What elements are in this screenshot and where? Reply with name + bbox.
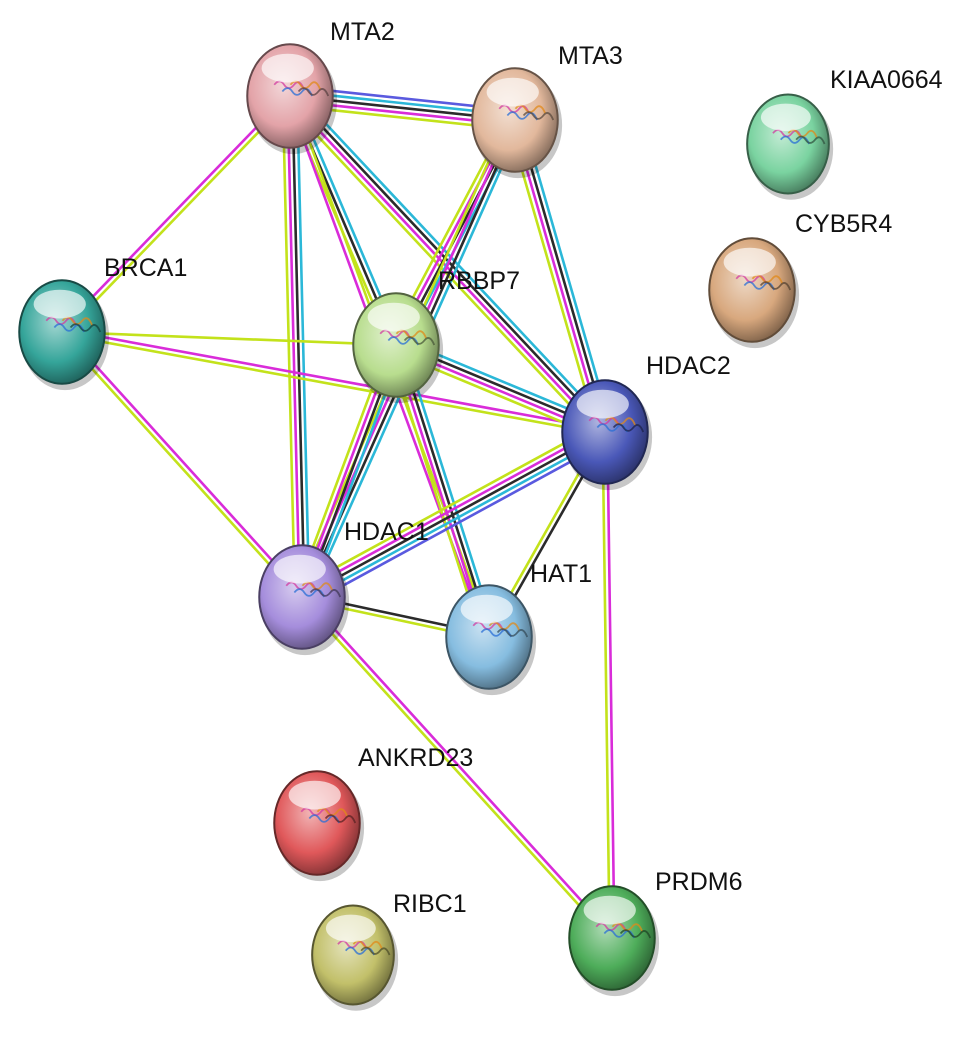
node-highlight — [367, 302, 420, 332]
node-highlight — [288, 780, 341, 810]
edge-evidence-curated_database — [293, 89, 612, 429]
node-label-hdac1: HDAC1 — [344, 518, 429, 546]
node-label-ribc1: RIBC1 — [393, 890, 467, 918]
edge-evidence-textmining — [601, 430, 611, 940]
edge-hdac2-prdm6[interactable] — [601, 430, 616, 940]
node-highlight — [261, 53, 314, 83]
edge-evidence-homology — [305, 439, 611, 607]
node-mta3[interactable]: MTA3 — [471, 42, 623, 179]
node-highlight — [760, 103, 811, 132]
node-highlight — [583, 895, 636, 925]
node-rbbp7[interactable]: RBBP7 — [352, 267, 520, 404]
node-prdm6[interactable]: PRDM6 — [568, 868, 743, 997]
edge-evidence-experimental — [606, 430, 616, 940]
node-label-brca1: BRCA1 — [104, 254, 187, 282]
node-label-cyb5r4: CYB5R4 — [795, 210, 892, 238]
edge-evidence-coexpression — [291, 94, 306, 599]
edge-brca1-rbbp7[interactable] — [60, 330, 398, 347]
edge-evidence-experimental — [61, 328, 607, 431]
edge-evidence-textmining — [58, 332, 302, 600]
node-hdac1[interactable]: HDAC1 — [258, 518, 429, 656]
node-label-mta2: MTA2 — [330, 18, 395, 46]
edge-evidence-textmining — [283, 99, 602, 439]
node-mta2[interactable]: MTA2 — [246, 18, 395, 155]
edge-evidence-experimental — [62, 329, 306, 597]
node-hdac2[interactable]: HDAC2 — [561, 352, 731, 491]
edge-hdac1-prdm6[interactable] — [298, 594, 616, 941]
edge-evidence-textmining — [506, 120, 600, 436]
edge-mta3-hdac2[interactable] — [506, 116, 614, 436]
node-ribc1[interactable]: RIBC1 — [311, 890, 467, 1011]
node-highlight — [33, 289, 86, 319]
node-highlight — [460, 594, 513, 624]
edge-evidence-curated_database — [302, 434, 609, 603]
edge-evidence-coexpression — [516, 118, 609, 433]
edge-evidence-experimental — [302, 594, 616, 938]
node-highlight — [273, 554, 326, 584]
edge-brca1-hdac2[interactable] — [60, 328, 607, 436]
node-highlight — [723, 247, 776, 277]
node-label-hdac2: HDAC2 — [646, 352, 731, 380]
edge-mta2-hdac1[interactable] — [281, 94, 311, 599]
node-cyb5r4[interactable]: CYB5R4 — [708, 210, 892, 349]
edge-evidence-textmining — [281, 94, 297, 599]
edge-evidence-textmining — [60, 330, 398, 347]
edge-evidence-textmining — [298, 597, 612, 941]
edge-evidence-coexpression — [300, 430, 607, 599]
edge-evidence-experimental — [511, 119, 604, 434]
node-label-ankrd23: ANKRD23 — [358, 744, 473, 772]
node-label-hat1: HAT1 — [530, 560, 592, 588]
node-hat1[interactable]: HAT1 — [445, 560, 592, 696]
node-label-kiaa0664: KIAA0664 — [830, 66, 943, 94]
node-label-rbbp7: RBBP7 — [438, 267, 520, 295]
edge-hdac2-hdac1[interactable] — [296, 422, 611, 607]
edge-evidence-experimental — [286, 94, 301, 599]
edge-evidence-experimental — [58, 93, 290, 332]
edge-evidence-textmining — [60, 333, 606, 436]
node-label-prdm6: PRDM6 — [655, 868, 743, 896]
node-brca1[interactable]: BRCA1 — [18, 254, 187, 391]
edge-evidence-textmining — [62, 96, 294, 335]
edge-evidence-textmining — [296, 422, 602, 590]
node-ankrd23[interactable]: ANKRD23 — [273, 744, 473, 882]
node-highlight — [325, 914, 376, 943]
node-highlight — [486, 77, 539, 107]
edge-mta2-brca1[interactable] — [58, 93, 294, 335]
edge-evidence-curated_database — [520, 116, 614, 432]
edge-evidence-curated_database — [295, 94, 311, 599]
edge-brca1-hdac1[interactable] — [58, 329, 306, 600]
node-kiaa0664[interactable]: KIAA0664 — [746, 66, 943, 200]
node-label-mta3: MTA3 — [558, 42, 623, 70]
edge-evidence-experimental — [298, 426, 605, 595]
node-highlight — [576, 389, 629, 419]
